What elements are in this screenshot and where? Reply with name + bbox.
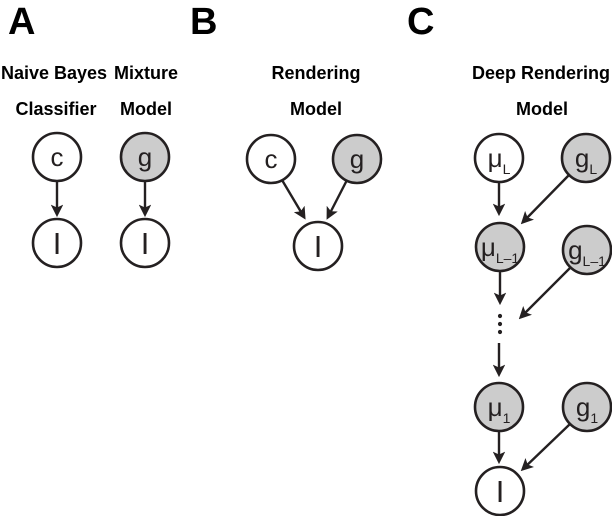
- node-c: c: [245, 133, 297, 185]
- node-g-L-circle: [560, 132, 612, 184]
- ellipsis-dot-0: [497, 313, 503, 319]
- node-g-label: g: [138, 142, 152, 172]
- node-mu-L-minus-1: μL–1: [474, 221, 526, 273]
- node-image: I: [292, 220, 344, 272]
- panel-letter-A: A: [8, 1, 35, 43]
- node-c-circle: [31, 131, 83, 183]
- node-mu-L-label: μL: [488, 143, 511, 177]
- node-c-label: c: [51, 142, 64, 172]
- node-image: I: [474, 465, 526, 516]
- edge-g-to-image: [326, 179, 349, 220]
- node-mu-L: μL: [473, 132, 525, 184]
- panel-A-heading-2: Mixture: [114, 63, 178, 83]
- node-g-1-label: g1: [576, 392, 598, 426]
- node-g-circle: [119, 131, 171, 183]
- node-g-L-label: gL: [575, 143, 597, 177]
- node-image-circle: [292, 220, 344, 272]
- node-g-label: g: [350, 144, 364, 174]
- node-g-L-minus-1-circle: [561, 224, 612, 276]
- node-c-label: c: [265, 144, 278, 174]
- node-g-1: g1: [561, 381, 612, 433]
- node-g: g: [331, 133, 383, 185]
- node-g-L-minus-1-label: gL–1: [568, 235, 606, 269]
- node-g-L: gL: [560, 132, 612, 184]
- panel-A-heading-0: Naive Bayes: [1, 63, 107, 83]
- node-g-1-circle: [561, 381, 612, 433]
- ellipsis-dot-1: [497, 321, 503, 327]
- node-image-left-label: I: [53, 226, 62, 261]
- node-image-label: I: [314, 229, 323, 264]
- edge-g-L-to-mu-L-minus-1: [520, 174, 570, 225]
- panel-letter-B: B: [190, 1, 217, 43]
- ellipsis-dot-2: [497, 329, 503, 335]
- node-mu-L-minus-1-circle: [474, 221, 526, 273]
- node-image-label: I: [496, 474, 505, 509]
- node-image-right: I: [119, 217, 171, 269]
- panel-C-heading-1: Model: [516, 99, 568, 119]
- node-mu-L-minus-1-label: μL–1: [481, 232, 520, 266]
- node-image-right-circle: [119, 217, 171, 269]
- node-g-circle: [331, 133, 383, 185]
- panel-A-heading-3: Model: [120, 99, 172, 119]
- node-image-left: I: [31, 217, 83, 269]
- node-image-right-label: I: [141, 226, 150, 261]
- panel-B-heading-0: Rendering: [271, 63, 360, 83]
- panel-C-heading-0: Deep Rendering: [472, 63, 610, 83]
- node-image-circle: [474, 465, 526, 516]
- node-mu-1-label: μ1: [488, 392, 511, 426]
- edge-c-to-image: [280, 179, 306, 220]
- panel-A-heading-1: Classifier: [15, 99, 96, 119]
- node-c: c: [31, 131, 83, 183]
- edge-g-L-minus-1-to-dots: [518, 267, 571, 320]
- edge-g-1-to-image: [520, 423, 571, 472]
- panel-B-heading-1: Model: [290, 99, 342, 119]
- node-g-L-minus-1: gL–1: [561, 224, 612, 276]
- node-c-circle: [245, 133, 297, 185]
- node-mu-1: μ1: [473, 381, 525, 433]
- panel-letter-C: C: [407, 1, 434, 43]
- node-image-left-circle: [31, 217, 83, 269]
- node-g: g: [119, 131, 171, 183]
